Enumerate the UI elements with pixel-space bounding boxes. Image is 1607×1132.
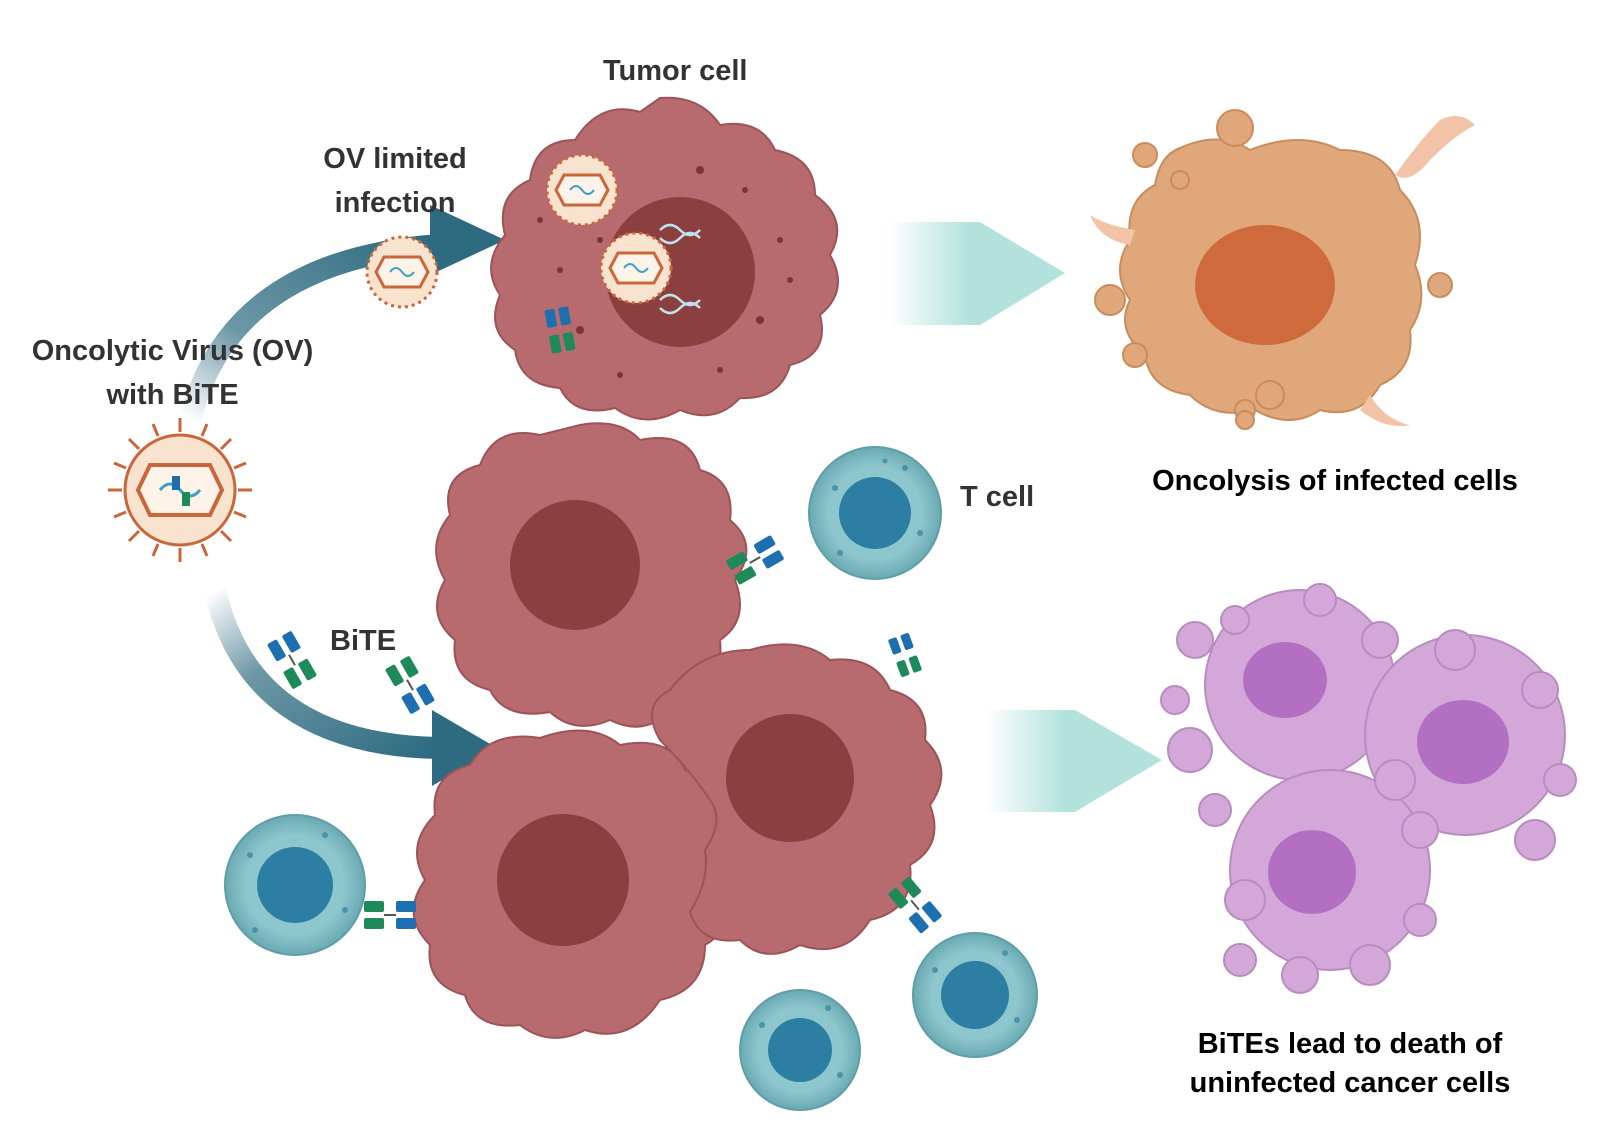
arrow-head-infection xyxy=(430,205,505,275)
bite-molecule-icon xyxy=(385,656,435,714)
dying-cancer-cells xyxy=(1160,583,1577,994)
tumor-nucleus xyxy=(510,500,640,630)
process-arrow-top xyxy=(890,222,1065,325)
t-cell xyxy=(912,932,1038,1058)
virus-icon xyxy=(545,153,619,227)
bite-molecule-icon xyxy=(726,535,784,585)
bite-molecule-icon xyxy=(364,901,416,929)
label-oncolytic-virus: Oncolytic Virus (OV) with BiTE xyxy=(0,330,345,417)
tumor-nucleus xyxy=(497,814,629,946)
tumor-cell-middle xyxy=(435,422,748,728)
tumor-nucleus xyxy=(726,714,854,842)
dying-nucleus xyxy=(1243,642,1327,718)
bite-molecule-icon xyxy=(888,876,942,934)
lysed-tumor-cell xyxy=(1090,109,1475,430)
t-cell xyxy=(808,446,942,580)
label-ov-limited-line2: infection xyxy=(334,186,456,219)
dying-nucleus xyxy=(1268,830,1356,914)
dying-nucleus xyxy=(1417,700,1509,784)
t-cell xyxy=(739,989,861,1111)
lysed-nucleus xyxy=(1195,225,1335,345)
label-oncolysis: Oncolysis of infected cells xyxy=(1152,465,1518,497)
process-arrow-bottom xyxy=(985,710,1162,812)
label-ov-limited-line1: OV limited xyxy=(323,143,467,175)
label-oncolytic-line2: with BiTE xyxy=(106,378,239,411)
bite-molecule-icon xyxy=(888,633,922,677)
label-tumor-cell: Tumor cell xyxy=(603,55,748,87)
tumor-cell-lower-right xyxy=(651,643,943,955)
label-bites-line1: BiTEs lead to death of xyxy=(1197,1028,1503,1060)
bite-molecule-icon xyxy=(544,306,576,354)
bite-molecule-icon xyxy=(267,631,317,689)
tumor-cell-lower-left xyxy=(412,729,738,1039)
virus-icon xyxy=(108,418,252,562)
label-bites-death: BiTEs lead to death of uninfected cancer… xyxy=(1150,1025,1550,1103)
t-cell xyxy=(224,814,366,956)
arrow-to-bite xyxy=(204,587,441,759)
virus-icon xyxy=(365,235,439,309)
arrow-head-bite xyxy=(432,710,497,786)
label-bite: BiTE xyxy=(330,625,397,657)
label-bites-line2: uninfected cancer cells xyxy=(1189,1067,1511,1100)
label-ov-limited: OV limited infection xyxy=(290,138,500,225)
dna-icon xyxy=(659,223,701,315)
label-t-cell: T cell xyxy=(960,481,1035,513)
virus-icon xyxy=(599,231,673,305)
label-oncolytic-line1: Oncolytic Virus (OV) xyxy=(31,335,314,367)
